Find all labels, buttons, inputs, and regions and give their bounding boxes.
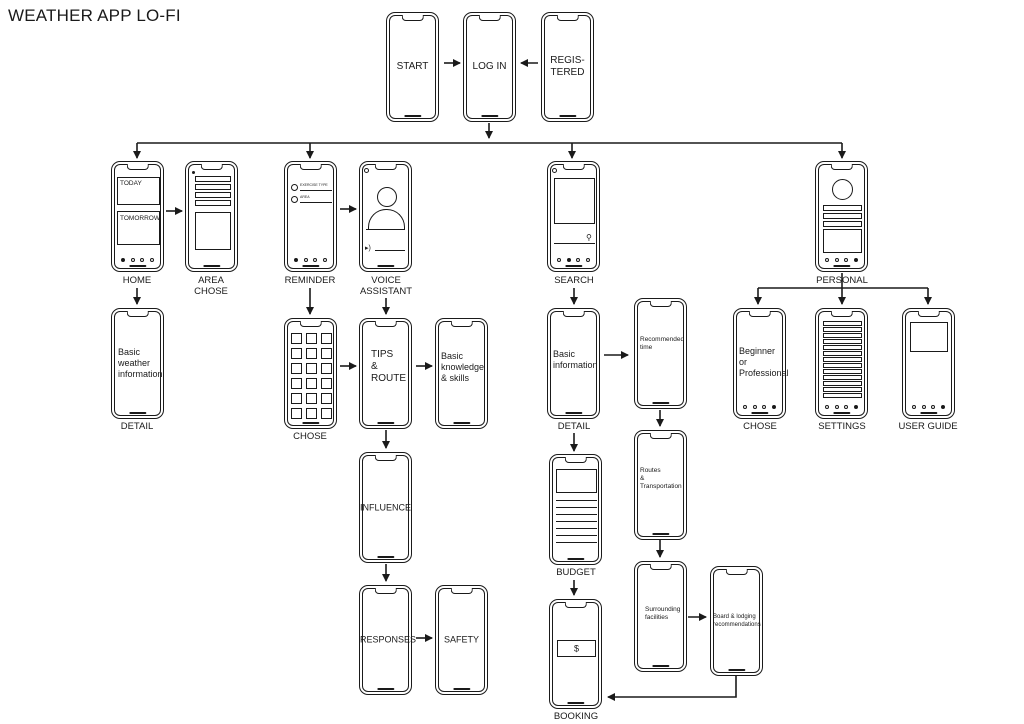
screen-personal[interactable] (815, 161, 868, 272)
home-label: HOME (122, 275, 152, 286)
arrow-board-booking (607, 674, 737, 701)
voice-assistant-label: VOICE ASSISTANT (359, 275, 413, 297)
screen-chose-grid[interactable] (284, 318, 337, 429)
user-guide-label: USER GUIDE (898, 421, 958, 432)
screen-user-guide[interactable] (902, 308, 955, 419)
detail-weather-text: Basic weather information (118, 347, 163, 379)
search-icon[interactable]: ⚲ (586, 233, 592, 242)
registered-text: REGIS- TERED (550, 55, 585, 78)
speaker-icon: ▸) (365, 245, 371, 252)
tips-route-text: TIPS & ROUTE (371, 349, 406, 384)
profile-avatar (832, 179, 853, 200)
page-title: WEATHER APP LO-FI (8, 6, 181, 25)
chose-level-text: Beginner or Professional (739, 346, 789, 378)
area-chose-label: AREA CHOSE (194, 275, 228, 297)
screen-settings[interactable] (815, 308, 868, 419)
chose-level-label: CHOSE (743, 421, 777, 432)
screen-recommended-time[interactable]: Recommended time (634, 298, 687, 409)
price-box[interactable]: $ (557, 640, 596, 657)
tab-dots (118, 258, 157, 262)
screen-booking[interactable]: $ (549, 599, 602, 709)
personal-label: PERSONAL (816, 275, 868, 286)
screen-search[interactable]: ⚲ (547, 161, 600, 272)
avatar-head (377, 187, 397, 207)
safety-text: SAFETY (443, 634, 479, 645)
start-text: START (396, 61, 429, 72)
chose-grid-label: CHOSE (293, 431, 327, 442)
today-card: TODAY (117, 177, 160, 205)
screen-voice-assistant[interactable]: ▸) (359, 161, 412, 272)
screen-area-chose[interactable] (185, 161, 238, 272)
screen-board-lodging[interactable]: Board & lodging recommendations (710, 566, 763, 676)
reminder-label: REMINDER (284, 275, 336, 286)
responses-text: RESPONSES (360, 634, 417, 645)
screen-detail-info[interactable]: Basic information (547, 308, 600, 419)
screen-detail-weather[interactable]: Basic weather information (111, 308, 164, 419)
login-text: LOG IN (472, 61, 507, 72)
today-label: TODAY (120, 180, 142, 187)
price-text: $ (573, 643, 579, 653)
screen-registered[interactable]: REGIS- TERED (541, 12, 594, 122)
screen-tips-route[interactable]: TIPS & ROUTE (359, 318, 412, 429)
recommended-time-text: Recommended time (640, 336, 685, 351)
screen-basic-knowledge[interactable]: Basic knowledge & skills (435, 318, 488, 429)
board-lodging-text: Board & lodging recommendations (713, 614, 761, 628)
surrounding-text: Surrounding facilities (645, 606, 681, 621)
screen-surrounding[interactable]: Surrounding facilities (634, 561, 687, 672)
screen-home[interactable]: TODAY TOMORROW (111, 161, 164, 272)
detail-info-text: Basic information (553, 349, 598, 370)
influence-text: INFLUENCE (360, 502, 412, 512)
routes-text: Routes & Transportation (640, 467, 682, 490)
screen-safety[interactable]: SAFETY (435, 585, 488, 695)
reminder-row1: EXERCISE TYPE (300, 183, 328, 187)
screen-budget[interactable] (549, 454, 602, 565)
screen-start[interactable]: START (386, 12, 439, 122)
screen-reminder[interactable]: EXERCISE TYPE AREA (284, 161, 337, 272)
detail-info-label: DETAIL (557, 421, 591, 432)
screen-responses[interactable]: RESPONSES (359, 585, 417, 695)
screen-routes[interactable]: Routes & Transportation (634, 430, 687, 540)
screen-influence[interactable]: INFLUENCE (359, 452, 412, 563)
basic-knowledge-text: Basic knowledge & skills (441, 351, 485, 383)
settings-label: SETTINGS (818, 421, 866, 432)
avatar-body (368, 209, 405, 229)
screen-chose-level[interactable]: Beginner or Professional (733, 308, 789, 419)
search-label: SEARCH (554, 275, 594, 286)
tomorrow-label: TOMORROW (120, 215, 160, 222)
tomorrow-card: TOMORROW (117, 211, 160, 245)
detail-weather-label: DETAIL (120, 421, 154, 432)
budget-label: BUDGET (556, 567, 596, 578)
screen-login[interactable]: LOG IN (463, 12, 516, 122)
reminder-row2: AREA (300, 195, 310, 199)
booking-label: BOOKING (553, 711, 599, 722)
